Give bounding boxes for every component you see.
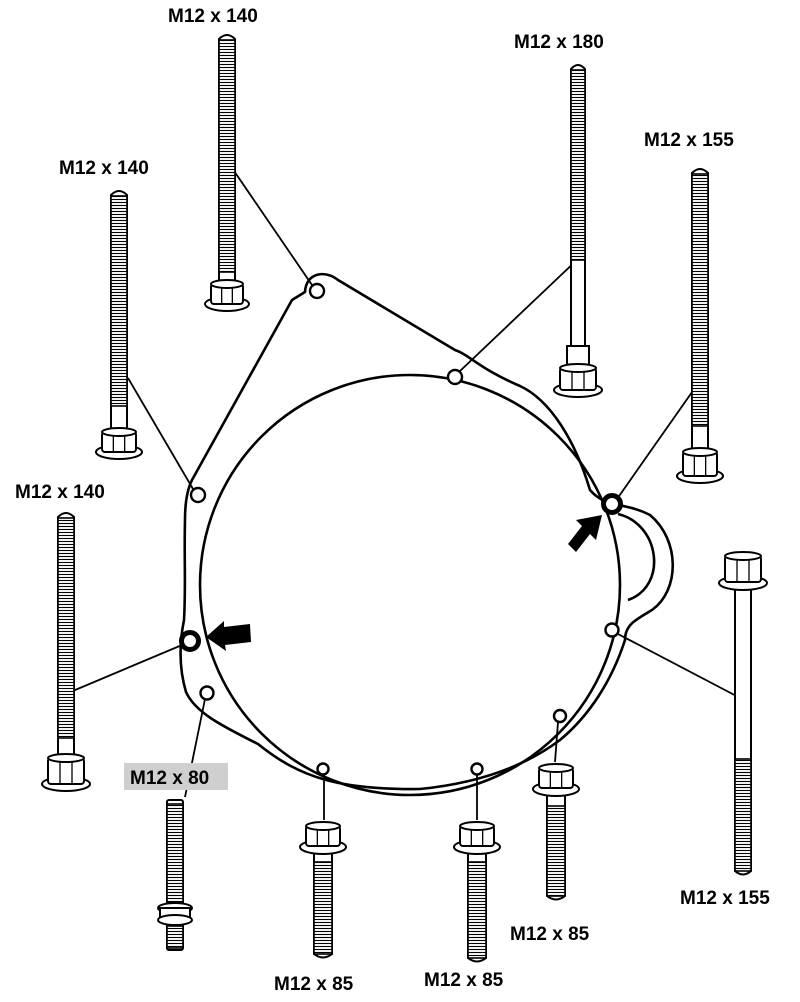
bolt-label: M12 x 85 xyxy=(510,924,590,945)
dowel-hole xyxy=(601,493,623,515)
bolt-label: M12 x 155 xyxy=(680,888,770,909)
bolt-icon xyxy=(95,190,143,460)
bolt-icon xyxy=(204,34,250,312)
bolt-label: M12 x 180 xyxy=(514,32,604,53)
bolt-icon xyxy=(676,168,724,484)
hole xyxy=(189,486,207,504)
hole xyxy=(199,685,215,701)
bolt-label-highlighted: M12 x 80 xyxy=(130,768,209,789)
gasket xyxy=(179,272,675,797)
bolt-label: M12 x 155 xyxy=(644,130,734,151)
hole xyxy=(446,368,464,386)
bolt-label: M12 x 85 xyxy=(274,974,354,995)
leader-line xyxy=(67,644,183,694)
stud-icon xyxy=(157,799,193,951)
labels: M12 x 140 M12 x 180 M12 x 155 M12 x 140 … xyxy=(15,6,770,995)
bolt-icon xyxy=(299,821,347,959)
leader-line xyxy=(231,167,313,286)
gasket-inner-bore xyxy=(198,373,622,797)
gasket-holes xyxy=(189,282,620,776)
bolt-icon xyxy=(41,512,91,792)
bolts xyxy=(41,34,768,963)
dowel-hole xyxy=(179,630,201,652)
bolt-icon xyxy=(532,763,580,901)
bolt-label: M12 x 140 xyxy=(168,6,258,27)
arrow-icon xyxy=(206,621,251,651)
dowel-holes xyxy=(179,493,623,652)
label-highlight xyxy=(124,763,228,790)
bolt-icon xyxy=(553,64,603,398)
leader-line xyxy=(616,384,698,500)
hole xyxy=(308,282,326,300)
bolt-label: M12 x 140 xyxy=(15,482,105,503)
leader-line xyxy=(617,633,745,701)
hole xyxy=(552,708,568,724)
leader-line xyxy=(127,377,194,490)
leader-line xyxy=(459,257,580,372)
leader-line xyxy=(554,721,559,763)
leader-lines xyxy=(67,167,745,820)
hole xyxy=(316,762,330,776)
bolt-icon xyxy=(718,551,768,876)
arrow-icon xyxy=(568,515,602,552)
gasket-lobe-inner xyxy=(617,512,656,602)
hole xyxy=(470,762,484,776)
hole xyxy=(604,622,620,638)
arrows xyxy=(206,515,602,651)
gasket-outer-edge xyxy=(179,272,675,791)
bolt-label: M12 x 85 xyxy=(424,970,504,991)
bolt-label: M12 x 140 xyxy=(59,158,149,179)
bolt-icon xyxy=(453,821,501,963)
